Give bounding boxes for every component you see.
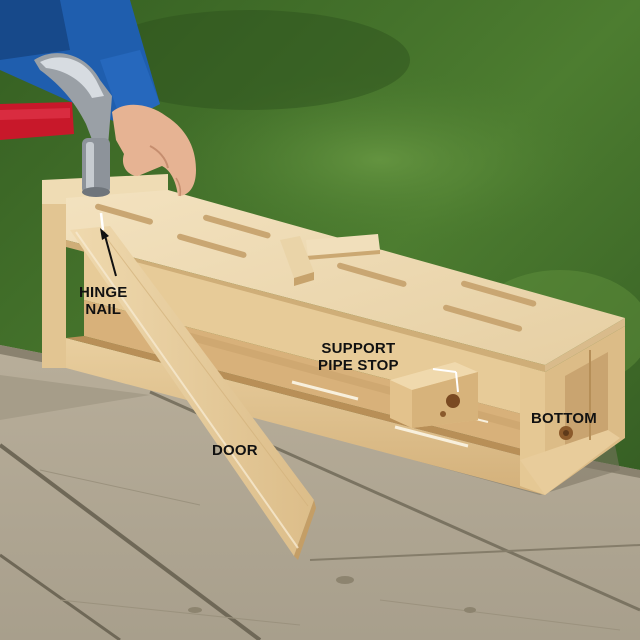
bottom-label-text: BOTTOM — [531, 410, 597, 427]
support-pipe-stop-label: SUPPORT PIPE STOP — [318, 340, 399, 374]
hinge-label-line-1: HINGE — [79, 284, 128, 301]
support-label-line-2: PIPE STOP — [318, 357, 399, 374]
hinge-nail-label: HINGE NAIL — [79, 284, 128, 318]
hinge-label-line-2: NAIL — [85, 301, 122, 318]
hinge-pointer-arrow — [100, 228, 117, 277]
support-label-line-1: SUPPORT — [321, 340, 396, 357]
hammer — [0, 53, 112, 197]
door-panel — [70, 226, 316, 560]
hinge-nail-mark — [99, 212, 105, 231]
door-label-text: DOOR — [212, 442, 258, 459]
bottom-label: BOTTOM — [531, 410, 597, 427]
door-label: DOOR — [212, 442, 258, 459]
